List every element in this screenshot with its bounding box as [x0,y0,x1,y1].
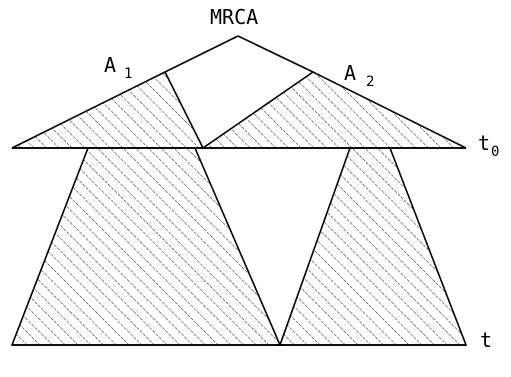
label-a1-sub: 1 [124,66,132,82]
lineage-a2-upper [200,71,467,149]
label-a2-letter: A [344,61,356,85]
mrca-left-branch [164,35,239,73]
label-a2-sub: 2 [366,74,374,90]
label-t-bottom: t [480,328,492,352]
label-a1-letter: A [104,53,116,77]
mrca-right-branch [237,35,314,73]
label-mrca: MRCA [210,5,258,29]
population-left-lower [10,147,282,346]
label-t0-sub: 0 [491,144,499,160]
label-t0-letter: t [478,131,490,155]
lineage-a1-upper [11,70,205,149]
population-right-lower [278,147,468,346]
